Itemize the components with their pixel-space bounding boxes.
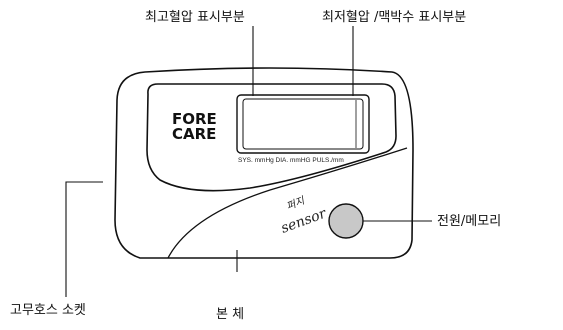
units-text: SYS. mmHg DIA. mmHG PULS./mm — [238, 157, 344, 164]
lcd-screen — [242, 98, 364, 150]
device-lower-curve — [167, 147, 408, 259]
leader-hose-socket — [65, 181, 103, 297]
power-memory-button[interactable] — [328, 203, 364, 239]
brand-line1: FORE — [172, 110, 217, 128]
label-body: 본 체 — [216, 307, 244, 322]
label-hose-socket: 고무호스 소켓 — [10, 303, 86, 318]
label-systolic-display: 최고혈압 표시부분 — [145, 10, 245, 25]
label-diastolic-pulse-display: 최저혈압 /맥박수 표시부분 — [322, 10, 466, 25]
label-power-memory: 전원/메모리 — [437, 214, 501, 229]
brand-line2: CARE — [172, 125, 216, 143]
